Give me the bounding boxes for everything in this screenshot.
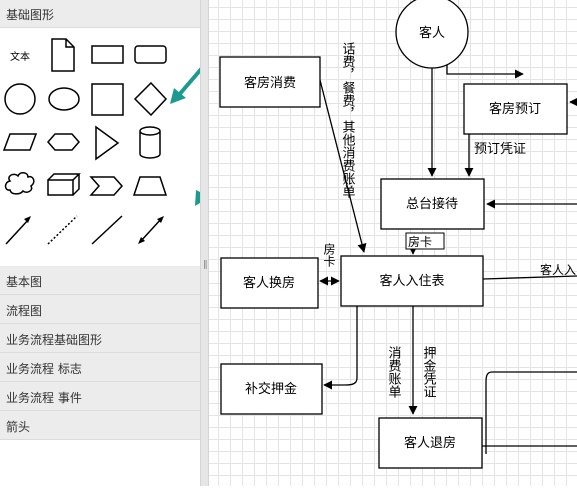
shape-rounded-rectangle[interactable] xyxy=(134,45,167,64)
shape-line[interactable] xyxy=(91,215,123,245)
shape-bidirectional-arrow[interactable] xyxy=(139,217,163,243)
node-front-desk-label: 总台接待 xyxy=(406,196,458,212)
edge-checkin-right[interactable] xyxy=(482,275,577,280)
category-bpm-events[interactable]: 业务流程 事件 xyxy=(0,382,200,411)
shape-library-sidebar: 基础图形 文本 xyxy=(0,0,248,486)
annotation-pointer-arrow-1 xyxy=(176,36,230,98)
category-bpm-markers[interactable]: 业务流程 标志 xyxy=(0,353,200,382)
basic-shapes-panel: 文本 xyxy=(0,28,248,262)
shape-ellipse[interactable] xyxy=(48,87,80,111)
shape-trapezoid[interactable] xyxy=(132,176,168,196)
edge-guest-to-booking[interactable] xyxy=(446,64,524,79)
node-change-room[interactable] xyxy=(220,257,319,309)
category-flowchart[interactable]: 流程图 xyxy=(0,295,200,324)
shape-arrow[interactable] xyxy=(5,218,30,245)
shape-chevron[interactable] xyxy=(89,176,124,196)
node-room-booking[interactable] xyxy=(463,83,568,135)
category-basic-label: 基本图 xyxy=(6,275,43,289)
basic-shapes-header-label: 基础图形 xyxy=(6,8,55,22)
shape-cylinder[interactable] xyxy=(139,126,161,159)
diagram: 客人 客房消费 客房预订 总台接待 客人入住表 客人换房 补交押金 客人退房 话… xyxy=(219,0,577,469)
label-room-card-b: 房卡 xyxy=(322,242,336,267)
category-bpm-basic-shapes-label: 业务流程基础图形 xyxy=(6,333,103,347)
category-bpm-basic-shapes[interactable]: 业务流程基础图形 xyxy=(0,324,200,353)
category-arrows-label: 箭头 xyxy=(6,420,31,434)
shape-palette: 文本 xyxy=(2,36,248,245)
shape-diamond[interactable] xyxy=(133,81,168,117)
node-checkout-label: 客人退房 xyxy=(404,435,456,451)
label-room-card-a-box xyxy=(405,232,445,250)
annotation-pointer-head-1-icon xyxy=(170,88,186,104)
node-room-consumption[interactable] xyxy=(219,56,321,108)
node-guest[interactable] xyxy=(395,0,469,69)
node-extra-deposit[interactable] xyxy=(220,363,323,415)
node-change-room-label: 客人换房 xyxy=(243,275,295,291)
label-phone-meal-bill: 话费，餐费，其他消费账单 xyxy=(340,42,356,198)
category-bpm-events-label: 业务流程 事件 xyxy=(6,391,82,405)
shape-parallelogram[interactable] xyxy=(2,133,38,151)
shape-cloud[interactable] xyxy=(4,172,35,195)
node-room-booking-label: 客房预订 xyxy=(489,101,541,117)
node-extra-deposit-label: 补交押金 xyxy=(245,381,297,397)
shape-bidirectional-arrow-heads-icon xyxy=(138,216,164,244)
shape-square[interactable] xyxy=(91,83,124,116)
category-basic[interactable]: 基本图 xyxy=(0,266,200,295)
edge-consumption-to-checkin[interactable] xyxy=(319,79,367,253)
node-room-consumption-label: 客房消费 xyxy=(244,75,296,91)
splitter-grip-icon: ∥ xyxy=(203,260,208,270)
node-checkout[interactable] xyxy=(378,417,483,469)
shape-document[interactable] xyxy=(51,38,75,72)
basic-shapes-header[interactable]: 基础图形 xyxy=(0,0,200,28)
node-guest-label: 客人 xyxy=(419,25,445,41)
shape-hexagon[interactable] xyxy=(47,133,80,151)
edge-checkin-to-deposit[interactable] xyxy=(323,306,358,390)
node-front-desk[interactable] xyxy=(380,178,485,230)
shape-triangle[interactable] xyxy=(95,125,120,161)
shape-circle[interactable] xyxy=(4,83,36,115)
node-checkin-form-label: 客人入住表 xyxy=(379,273,444,289)
shape-dotted-line[interactable] xyxy=(47,215,78,245)
shape-cube[interactable] xyxy=(47,173,81,196)
edge-right-loop[interactable] xyxy=(485,371,577,454)
category-bpm-markers-label: 业务流程 标志 xyxy=(6,362,82,376)
diagram-canvas[interactable]: 客人 客房消费 客房预订 总台接待 客人入住表 客人换房 补交押金 客人退房 话… xyxy=(209,0,577,486)
shape-arrow-head-icon xyxy=(24,216,31,223)
category-arrows[interactable]: 箭头 xyxy=(0,411,200,440)
category-flowchart-label: 流程图 xyxy=(6,304,43,318)
shape-rectangle[interactable] xyxy=(91,45,124,64)
shape-text[interactable]: 文本 xyxy=(10,50,30,63)
label-deposit-voucher: 押金凭证 xyxy=(421,346,437,398)
label-consumption-bill: 消费账单 xyxy=(386,346,402,398)
node-checkin-form[interactable] xyxy=(340,255,484,307)
label-guest-partial: 客人入 xyxy=(540,262,576,277)
label-room-card-a: 房卡 xyxy=(408,234,432,249)
sidebar-splitter[interactable]: ∥ xyxy=(200,0,209,486)
label-booking-voucher: 预订凭证 xyxy=(474,142,526,157)
